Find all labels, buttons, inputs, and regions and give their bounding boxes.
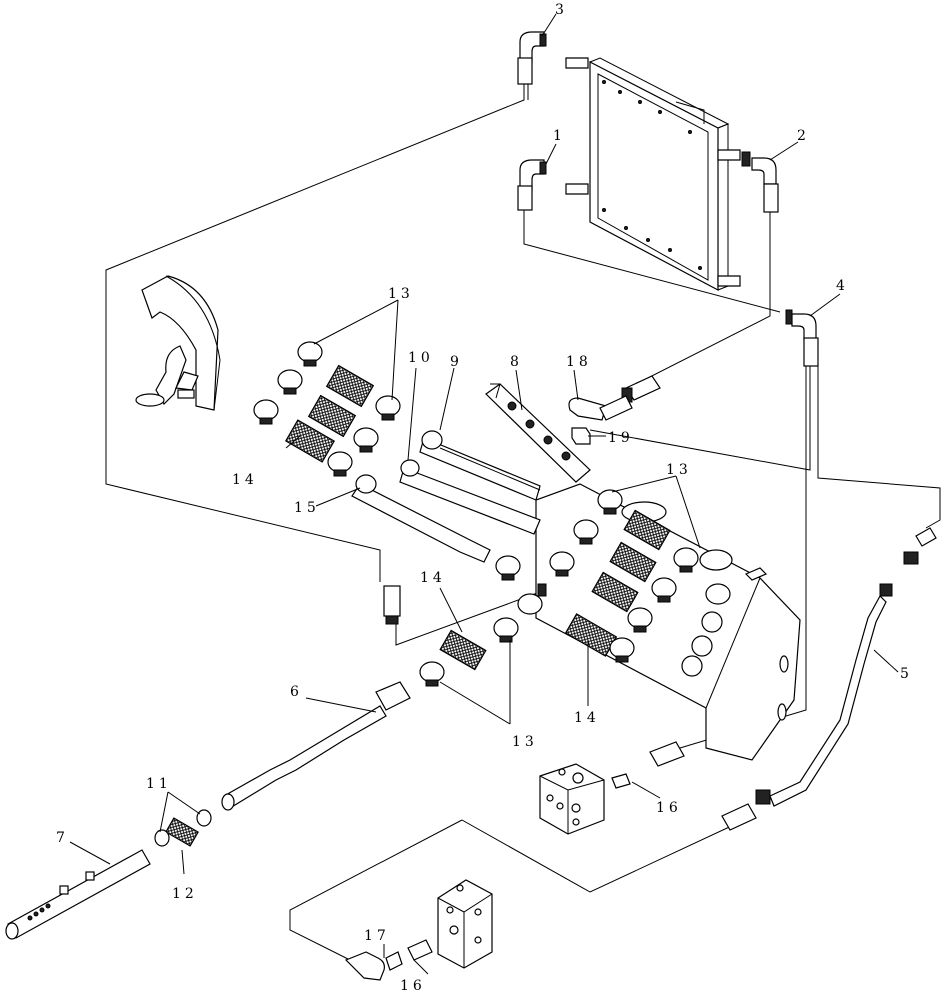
callout-4: 4	[836, 278, 849, 294]
callout-labels: 3 1 2 4 13 10 9 8 18 19 13 14 15 14 5 6 …	[56, 2, 913, 994]
callout-15: 15	[294, 500, 320, 516]
valve-block-lower	[407, 879, 493, 969]
leader-lines	[69, 13, 899, 975]
callout-13-bottom: 13	[512, 734, 538, 750]
valve-block-upper	[539, 741, 685, 835]
callout-19: 19	[608, 430, 634, 446]
callout-14-left: 14	[232, 472, 258, 488]
elbow-fitting-4	[785, 309, 819, 367]
elbow-fitting-17	[344, 951, 403, 981]
callout-12: 12	[172, 886, 198, 902]
callout-11: 11	[146, 776, 172, 792]
cap-19	[571, 427, 591, 445]
callout-18: 18	[566, 354, 592, 370]
suction-hose-6	[221, 681, 411, 811]
callout-2: 2	[797, 128, 810, 144]
callout-13-right: 13	[666, 462, 692, 478]
strainer-elements	[165, 364, 671, 847]
callout-16-lower: 16	[400, 978, 426, 994]
adapter-fittings	[383, 375, 937, 625]
elbow-fitting-18	[568, 395, 633, 421]
callout-5: 5	[900, 666, 913, 682]
callout-9: 9	[450, 354, 463, 370]
oil-cooler	[565, 57, 741, 291]
callout-6: 6	[290, 684, 303, 700]
callout-16-upper: 16	[656, 800, 682, 816]
callout-17: 17	[364, 928, 390, 944]
hose-lines	[105, 84, 941, 961]
elbow-fitting-2	[741, 151, 779, 213]
callout-3: 3	[555, 2, 568, 18]
elbow-fitting-1	[517, 159, 547, 211]
tank-port	[517, 583, 547, 615]
elbow-fitting-3	[517, 31, 547, 85]
hose-clamps	[154, 341, 699, 847]
callout-14-bottom: 14	[574, 710, 600, 726]
tube-7	[5, 849, 151, 940]
valve-manifold-8	[485, 383, 591, 483]
callout-1: 1	[553, 128, 566, 144]
hoses-9-10-15	[351, 430, 541, 563]
pipe-5	[721, 583, 893, 831]
callout-8: 8	[510, 354, 523, 370]
callout-14-middle: 14	[420, 570, 446, 586]
callout-13-top: 13	[388, 286, 414, 302]
callout-7: 7	[56, 830, 69, 846]
callout-10: 10	[408, 350, 434, 366]
fan-shroud	[135, 275, 221, 411]
